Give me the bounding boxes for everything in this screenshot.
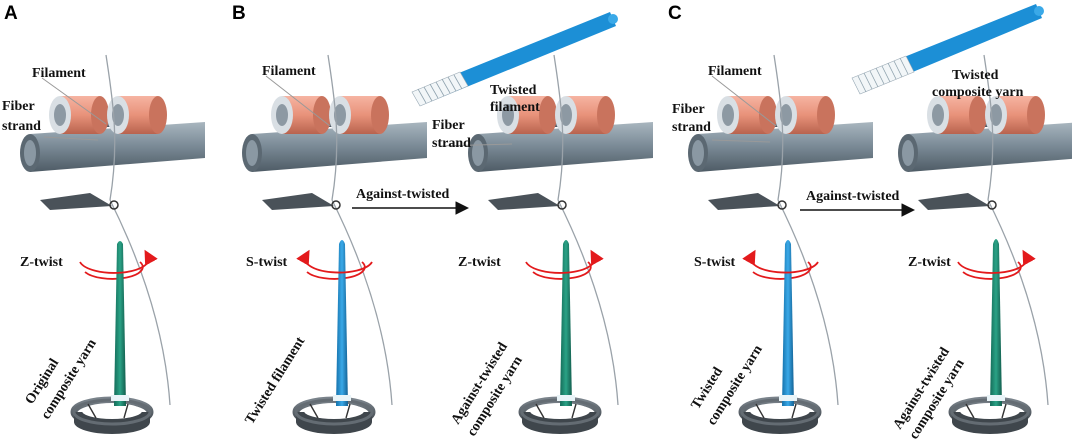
panel-b-letter: B <box>232 3 246 24</box>
label-arrow: Against-twisted <box>806 189 900 204</box>
twist-arrow-icon <box>742 249 819 274</box>
bobbin-twisted-filament-icon <box>411 12 618 107</box>
label-strand: strand <box>672 120 711 135</box>
label-fiber: Fiber <box>432 118 465 133</box>
label-title: Twisted <box>952 68 999 83</box>
panel-a: A Filament Fiber strand Z-twist Original… <box>2 3 205 434</box>
twist-arrow-icon <box>525 249 604 274</box>
spindle-green-icon <box>990 239 1002 406</box>
label-fiber: Fiber <box>672 102 705 117</box>
twist-arrow-icon <box>296 249 373 274</box>
label-twist: Z-twist <box>458 255 501 270</box>
label-twist: Z-twist <box>20 255 63 270</box>
spindle-green-icon <box>560 240 572 406</box>
label-twist: S-twist <box>694 255 736 270</box>
label-title: Twisted <box>490 83 537 98</box>
panel-a-letter: A <box>4 3 18 24</box>
label-title-line2: filament <box>490 100 540 115</box>
spindle-blue-icon <box>782 240 794 406</box>
label-arrow: Against-twisted <box>356 187 450 202</box>
label-title-line2: composite yarn <box>932 85 1024 100</box>
twist-arrow-icon <box>957 249 1036 274</box>
bobbin-twisted-composite-yarn-icon <box>851 4 1044 95</box>
spindle-blue-icon <box>336 240 348 406</box>
label-twist: S-twist <box>246 255 288 270</box>
label-filament: Filament <box>32 66 86 81</box>
label-strand: strand <box>2 119 41 134</box>
label-filament: Filament <box>708 64 762 79</box>
twist-arrow-icon <box>79 249 158 274</box>
label-twist: Z-twist <box>908 255 951 270</box>
spindle-green-icon <box>114 241 126 406</box>
label-filament: Filament <box>262 64 316 79</box>
panel-c: C Filament Fiber strand S-twist Twisted … <box>668 3 1072 442</box>
panel-b: B Filament S-twist Twisted filament Agai… <box>232 3 653 439</box>
label-fiber: Fiber <box>2 99 35 114</box>
panel-c-letter: C <box>668 3 682 24</box>
label-strand: strand <box>432 136 471 151</box>
